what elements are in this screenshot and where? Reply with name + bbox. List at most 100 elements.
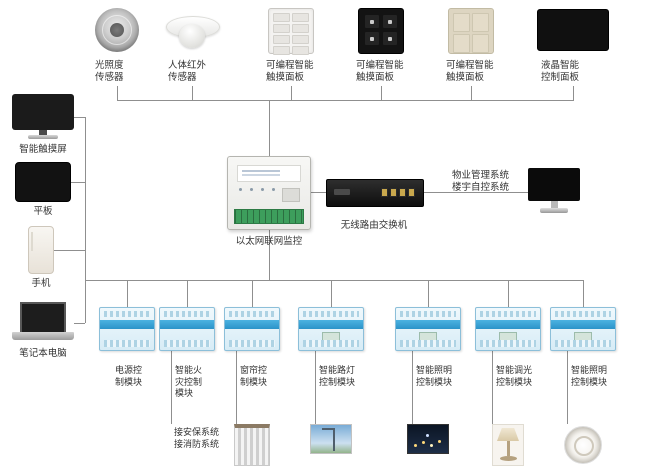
power-control-module-label: 电源控 制模块 xyxy=(115,365,143,387)
dimming-control-module-icon xyxy=(475,307,541,351)
port xyxy=(408,188,415,197)
panel-buttons xyxy=(359,9,403,51)
touchscreen-neck xyxy=(39,130,47,135)
lighting-control-module2-label: 智能照明 控制模块 xyxy=(571,365,608,387)
connector-line xyxy=(311,192,326,193)
module-terminals-top xyxy=(480,311,536,317)
phone-label: 手机 xyxy=(31,278,51,289)
led xyxy=(261,188,264,191)
controller-terminal-block xyxy=(234,209,304,224)
sensor-eye xyxy=(110,23,124,37)
module-terminals-bottom xyxy=(555,340,611,347)
connector-line xyxy=(74,117,85,118)
touch-panel-black-icon xyxy=(358,8,404,54)
smart-touchscreen-label: 智能触摸屏 xyxy=(19,144,67,155)
monitor-base xyxy=(540,208,568,213)
connector-line xyxy=(171,351,172,424)
connector-line xyxy=(422,192,528,193)
monitor-neck xyxy=(551,201,558,208)
connector-line xyxy=(117,100,574,101)
module-band xyxy=(551,320,615,329)
connector-line xyxy=(291,86,292,100)
phone-screen xyxy=(31,232,33,251)
sensor-ring xyxy=(102,15,132,45)
module-terminals-top xyxy=(104,311,150,317)
module-band xyxy=(476,320,540,329)
module-band xyxy=(100,320,154,329)
connector-line xyxy=(71,182,85,183)
port xyxy=(399,188,406,197)
connector-line xyxy=(583,280,584,307)
connector-line xyxy=(85,280,584,281)
lcd-control-panel-label: 液晶智能 控制面板 xyxy=(541,60,580,84)
laptop-keyboard xyxy=(12,332,74,340)
panel-button xyxy=(383,32,397,45)
panel-button xyxy=(292,35,309,44)
module-terminals-top xyxy=(229,311,275,317)
laptop-label: 笔记本电脑 xyxy=(19,348,67,359)
module-terminals-bottom xyxy=(303,340,359,347)
panel-button xyxy=(472,13,489,32)
connector-line xyxy=(428,280,429,307)
connector-line xyxy=(381,86,382,100)
fire-control-module-icon xyxy=(159,307,215,351)
lighting-control-module-icon xyxy=(395,307,461,351)
streetlight-image xyxy=(310,424,352,454)
dimming-control-module-label: 智能调光 控制模块 xyxy=(496,365,533,387)
touch-panel-white-icon xyxy=(268,8,314,55)
port xyxy=(381,188,388,197)
panel-button xyxy=(273,35,290,44)
connector-line xyxy=(331,280,332,307)
street-pole xyxy=(333,428,335,451)
panel-button xyxy=(383,15,397,28)
phone-icon xyxy=(28,226,54,274)
connector-line xyxy=(315,351,316,424)
module-terminals-bottom xyxy=(164,340,210,347)
ethernet-controller-label: 以太网联网监控 xyxy=(235,236,303,247)
port xyxy=(390,188,397,197)
touch-panel-beige-icon xyxy=(448,8,494,54)
monitor-screen xyxy=(528,168,580,201)
power-control-module-icon xyxy=(99,307,155,351)
wireless-router-switch-label: 无线路由交换机 xyxy=(340,220,408,231)
table-lamp-image xyxy=(492,424,524,466)
connector-line xyxy=(187,280,188,307)
connector-line xyxy=(269,100,270,156)
led xyxy=(250,188,253,191)
module-terminals-bottom xyxy=(400,340,456,347)
touch-panel-beige-label: 可编程智能 触摸面板 xyxy=(446,60,494,84)
module-terminals-top xyxy=(303,311,359,317)
laptop-icon xyxy=(12,302,74,344)
touchscreen-frame xyxy=(12,94,74,130)
ethernet-controller-icon xyxy=(227,156,311,230)
lighting-control-module-label: 智能照明 控制模块 xyxy=(416,365,453,387)
module-terminals-bottom xyxy=(104,340,150,347)
touch-panel-white-label: 可编程智能 触摸面板 xyxy=(266,60,314,84)
led xyxy=(272,188,275,191)
panel-button xyxy=(472,34,489,53)
laptop-screen xyxy=(20,302,66,332)
panel-buttons xyxy=(269,9,313,59)
connector-line xyxy=(269,230,270,280)
lighting-control-module2-icon xyxy=(550,307,616,351)
panel-buttons xyxy=(449,9,493,57)
connector-line xyxy=(573,86,574,100)
ceiling-light-ring xyxy=(574,436,594,456)
connector-line xyxy=(471,86,472,100)
fire-control-module-label: 智能火 灾控制 模块 xyxy=(175,365,203,399)
panel-button xyxy=(273,13,290,22)
module-terminals-top xyxy=(400,311,456,317)
curtain-control-module-label: 窗帘控 制模块 xyxy=(240,365,268,387)
module-band xyxy=(396,320,460,329)
module-band xyxy=(299,320,363,329)
module-band xyxy=(160,320,214,329)
connector-line xyxy=(192,86,193,100)
security-fire-system-note: 接安保系统 接消防系统 xyxy=(174,427,220,449)
router-badge xyxy=(334,189,350,195)
light-sensor-icon xyxy=(95,8,139,52)
panel-button xyxy=(453,13,470,32)
touchscreen-base xyxy=(28,135,58,139)
curtain-control-module-icon xyxy=(224,307,280,351)
panel-button xyxy=(453,34,470,53)
